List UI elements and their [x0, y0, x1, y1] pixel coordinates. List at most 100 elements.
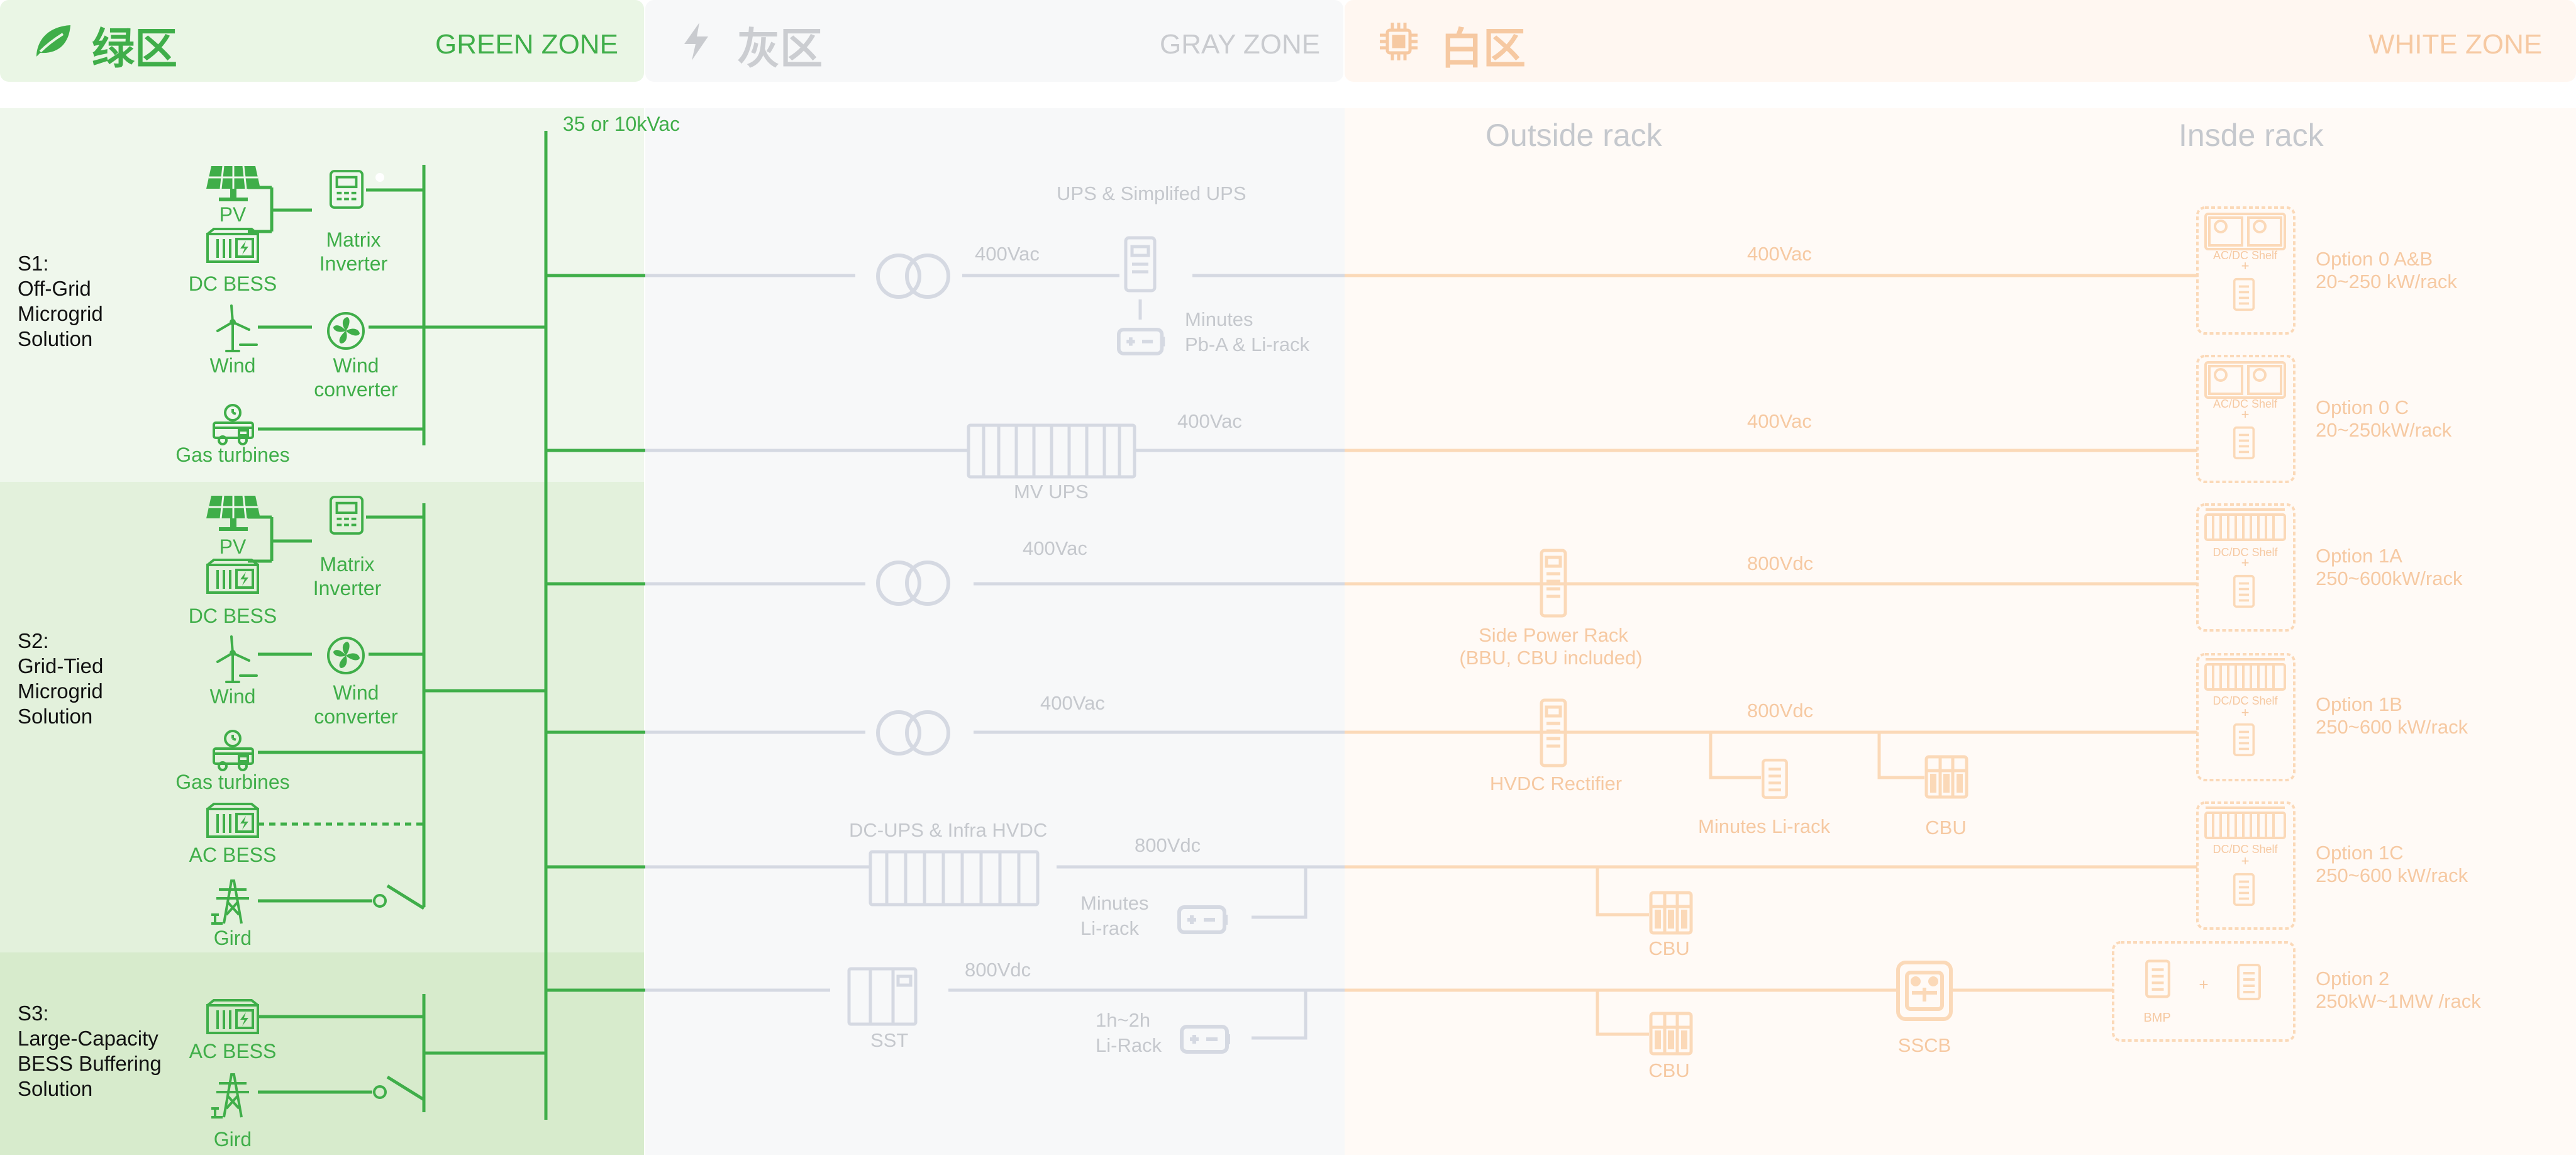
white-zone-lines — [1345, 274, 2197, 1036]
diagram-label: Gas turbines — [175, 771, 289, 793]
diagram-label: Wind — [333, 681, 379, 704]
diagram-label: BESS Buffering — [18, 1052, 162, 1075]
sst-icon — [847, 967, 918, 1026]
diagram-label: 400Vac — [1747, 410, 1812, 432]
diagram-label: 800Vdc — [1135, 834, 1201, 856]
diagram-label: 400Vac — [1023, 537, 1087, 559]
diagram-label: BMP — [2143, 1011, 2170, 1025]
diagram-label: Outside rack — [1485, 118, 1663, 153]
diagram-label: + — [2241, 555, 2250, 571]
diagram-label: converter — [314, 378, 398, 401]
diagram-label: 400Vac — [1747, 243, 1812, 265]
inverter-icon — [329, 170, 364, 209]
wind-converter-icon — [327, 637, 365, 674]
grid-tower-icon — [210, 1073, 250, 1119]
diagram-label: AC BESS — [189, 844, 277, 866]
diagram-label: Solution — [18, 1077, 92, 1100]
white-zone-title-en: WHITE ZONE — [2368, 29, 2543, 60]
green-zone-labels: 35 or 10kVac PV DC BESS Matrix Inverter … — [175, 113, 680, 1151]
diagram-label: Minutes — [1185, 308, 1253, 330]
white-zone-title-cn: 白区 — [1440, 25, 1526, 73]
white-zone-labels: Outside rack Insde rack 400Vac 400Vac 80… — [1459, 118, 2481, 1081]
diagram-label: (BBU, CBU included) — [1459, 647, 1642, 669]
gray-header-bg — [645, 0, 1343, 82]
diagram-label: 800Vdc — [965, 959, 1031, 981]
dc-bess-icon — [206, 228, 259, 263]
diagram-label: Matrix — [326, 228, 380, 251]
white-zone-bg — [1345, 108, 2576, 1155]
cbu-icon — [1926, 757, 1967, 797]
diagram-label: S1: — [18, 252, 49, 275]
diagram-label: 20~250kW/rack — [2316, 419, 2452, 441]
gas-turbine-icon — [213, 404, 254, 445]
diagram-label: Minutes Li-rack — [1698, 815, 1831, 837]
diagram-label: Microgrid — [18, 679, 103, 703]
green-zone-title-en: GREEN ZONE — [435, 29, 618, 60]
diagram-label: converter — [314, 705, 398, 728]
diagram-label: CBU — [1648, 1059, 1689, 1081]
diagram-label: Option 2 — [2316, 968, 2389, 990]
wind-turbine-icon — [216, 635, 258, 683]
diagram-label: DC/DC Shelf — [2212, 546, 2278, 559]
diagram-label: Li-Rack — [1096, 1034, 1162, 1056]
diagram-label: 1h~2h — [1096, 1009, 1150, 1031]
dc-ups-icon — [869, 850, 1040, 907]
gray-zone-title-en: GRAY ZONE — [1160, 29, 1321, 60]
diagram-label: Inverter — [319, 252, 388, 275]
battery-icon — [1182, 1027, 1228, 1052]
diagram-label: DC-UPS & Infra HVDC — [849, 819, 1047, 841]
diagram-label: DC BESS — [189, 605, 277, 627]
transformer-icon — [878, 255, 948, 297]
diagram-label: Gird — [214, 927, 252, 949]
diagram-label: CBU — [1925, 817, 1966, 839]
diagram-label: Option 1C — [2316, 842, 2404, 864]
diagram-label: Option 1B — [2316, 693, 2402, 715]
diagram-label: HVDC Rectifier — [1490, 773, 1622, 795]
mv-ups-icon — [967, 423, 1136, 479]
diagram-label: 250kW~1MW /rack — [2316, 990, 2481, 1012]
diagram-label: Solution — [18, 327, 92, 350]
ups-icon — [1124, 236, 1157, 293]
lightning-icon — [680, 21, 712, 62]
wind-turbine-icon — [216, 304, 258, 352]
li-rack-icon — [1763, 760, 1786, 797]
option-rack-boxes — [2112, 206, 2296, 1042]
diagram-label: DC/DC Shelf — [2212, 843, 2278, 856]
white-header-bg — [1345, 0, 2576, 82]
diagram-label: Wind — [210, 354, 256, 377]
battery-icon — [1119, 330, 1163, 354]
s1-band — [0, 108, 644, 482]
diagram-label: 250~600kW/rack — [2316, 567, 2463, 589]
diagram-label: Side Power Rack — [1479, 624, 1628, 646]
chip-icon — [1377, 20, 1420, 63]
diagram-label: AC/DC Shelf — [2213, 398, 2278, 410]
grid-tower-icon — [210, 879, 250, 925]
diagram-label: S2: — [18, 629, 49, 652]
diagram-label: + — [2241, 406, 2250, 422]
diagram-label: UPS & Simplifed UPS — [1057, 182, 1246, 204]
diagram-label: Off-Grid — [18, 277, 91, 300]
diagram-label: Option 0 C — [2316, 396, 2409, 418]
leaf-icon — [31, 21, 75, 59]
diagram-label: Large-Capacity — [18, 1027, 158, 1050]
gas-turbine-icon — [213, 730, 254, 771]
battery-icon — [1179, 907, 1225, 932]
diagram-label: DC BESS — [189, 272, 277, 295]
diagram-label: 250~600 kW/rack — [2316, 864, 2468, 886]
green-zone-lines — [248, 131, 645, 1120]
gray-zone-title-cn: 灰区 — [737, 25, 823, 73]
inverter-icon — [329, 496, 364, 535]
transformer-icon — [878, 562, 948, 604]
diagram-label: Grid-Tied — [18, 654, 103, 678]
diagram-label: Minutes — [1080, 892, 1149, 914]
ac-bess-icon — [206, 803, 259, 838]
diagram-label: 400Vac — [975, 243, 1040, 265]
dc-bess-icon — [206, 559, 259, 594]
bus-voltage-label: 35 or 10kVac — [563, 113, 680, 135]
diagram-label: AC BESS — [189, 1040, 277, 1063]
diagram-label: 400Vac — [1040, 692, 1105, 714]
diagram-label: MV UPS — [1014, 481, 1089, 503]
diagram-label: SSCB — [1898, 1034, 1951, 1056]
diagram-label: Li-rack — [1080, 917, 1140, 939]
